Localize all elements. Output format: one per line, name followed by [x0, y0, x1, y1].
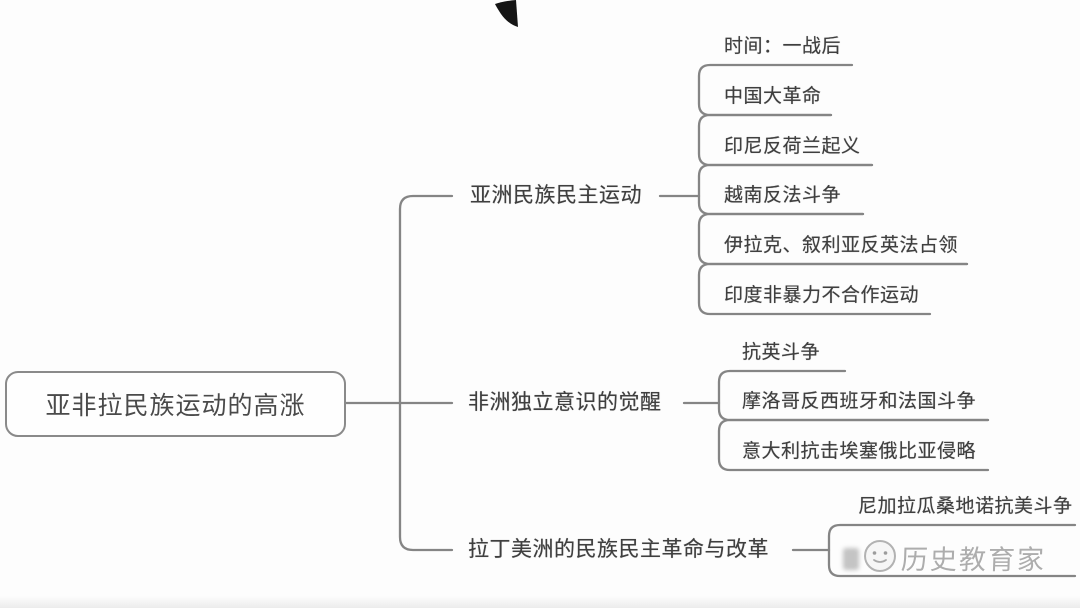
branch-node-latin-america: 拉丁美洲的民族民主革命与改革	[468, 538, 769, 561]
child-node-chinese-revolution: 中国大革命	[724, 86, 822, 107]
root-node-label: 亚非拉民族运动的高涨	[45, 392, 306, 420]
child-node-india-noncooperation: 印度非暴力不合作运动	[724, 285, 920, 306]
branch-node-africa: 非洲独立意识的觉醒	[468, 391, 662, 414]
child-node-nicaragua-sandino: 尼加拉瓜桑地诺抗美斗争	[858, 496, 1073, 517]
smiley-face-logo-icon	[864, 540, 896, 572]
scan-artifact-strip	[0, 596, 1080, 608]
root-node: 亚非拉民族运动的高涨	[5, 371, 346, 437]
obscured-text-smudge	[843, 548, 859, 570]
watermark: 历史教育家	[843, 536, 1075, 578]
watermark-text: 历史教育家	[900, 545, 1047, 575]
child-node-vietnam-struggle: 越南反法斗争	[724, 185, 842, 206]
child-node-time-after-ww1: 时间：一战后	[724, 36, 842, 57]
child-node-ethiopia-italy: 意大利抗击埃塞俄比亚侵略	[742, 441, 977, 462]
child-node-indonesia-uprising: 印尼反荷兰起义	[724, 136, 861, 157]
child-node-anti-british: 抗英斗争	[742, 342, 821, 363]
branch-node-asia: 亚洲民族民主运动	[470, 184, 642, 207]
child-node-iraq-syria: 伊拉克、叙利亚反英法占领	[724, 235, 959, 256]
child-node-morocco: 摩洛哥反西班牙和法国斗争	[742, 391, 977, 412]
